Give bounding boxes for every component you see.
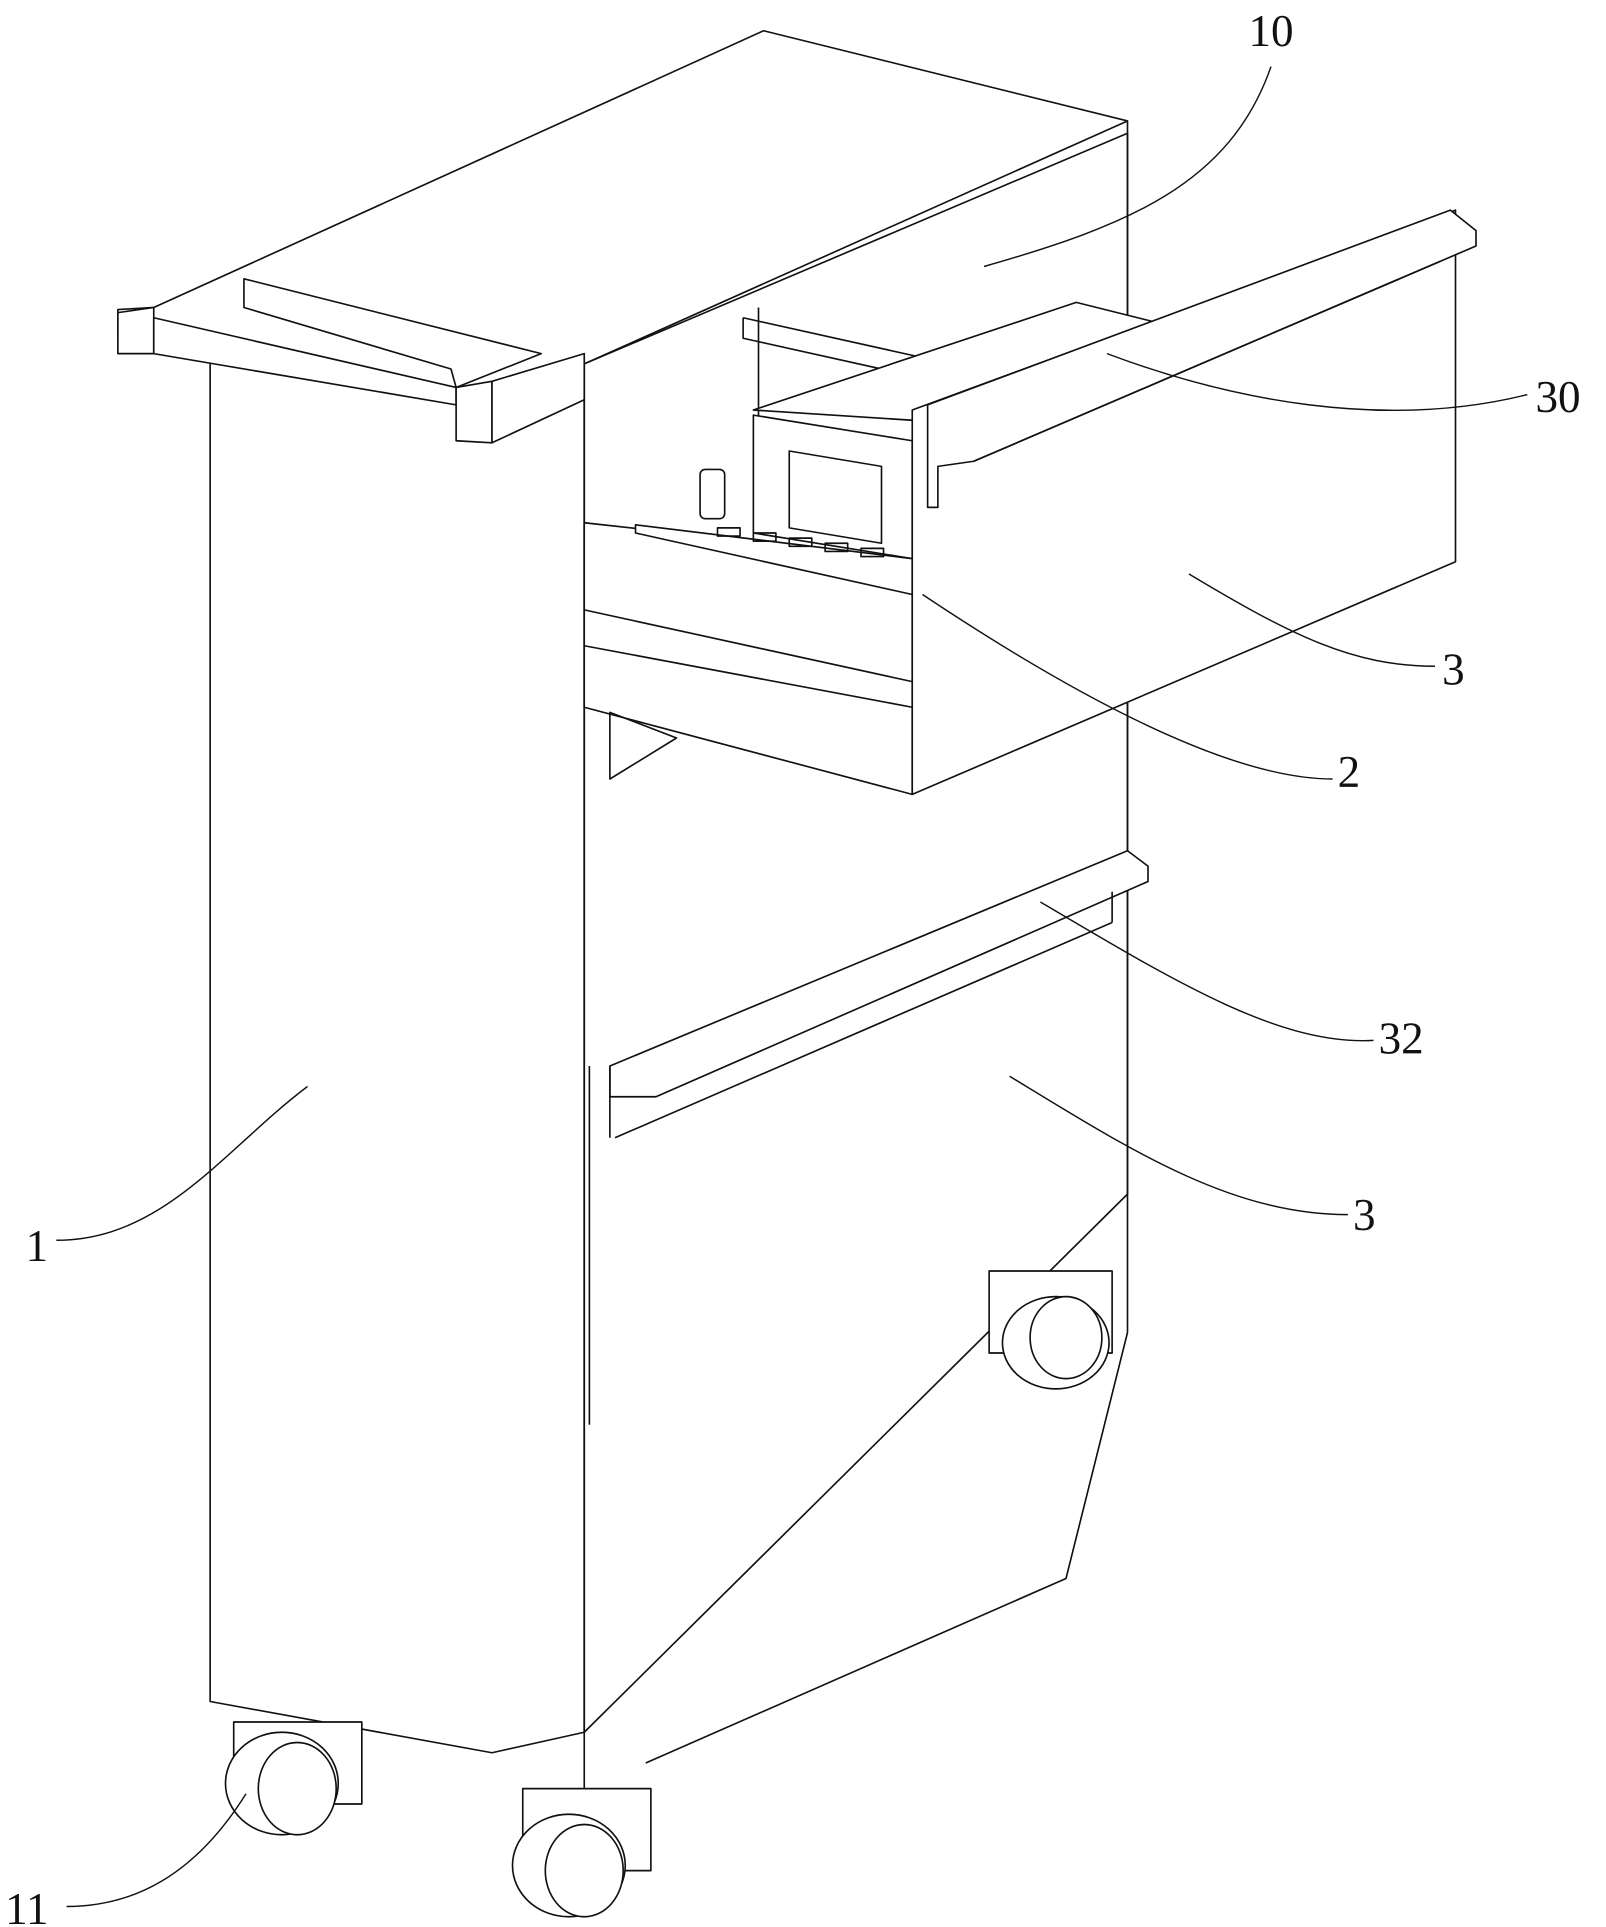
left-side-panel xyxy=(210,338,584,1753)
label-30: 30 xyxy=(1535,372,1580,422)
label-1: 1 xyxy=(26,1221,49,1271)
label-32: 32 xyxy=(1379,1014,1424,1064)
label-3-upper: 3 xyxy=(1442,645,1465,695)
label-3-lower: 3 xyxy=(1353,1190,1376,1240)
drawer-inner-frame xyxy=(753,415,912,559)
cylinder-part xyxy=(700,469,725,518)
label-2: 2 xyxy=(1338,747,1361,797)
label-10: 10 xyxy=(1248,6,1293,56)
label-11: 11 xyxy=(5,1884,48,1927)
